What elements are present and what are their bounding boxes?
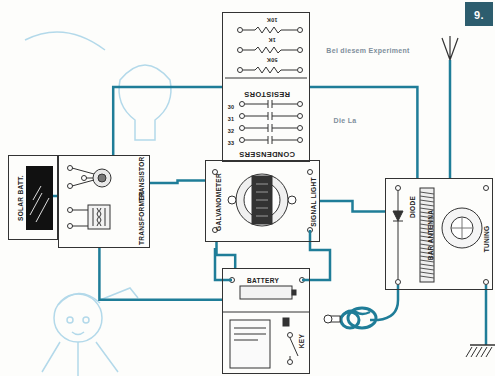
earphone — [324, 285, 398, 328]
background-note-wrap: Die La — [334, 109, 357, 127]
module-label-wrap: TRANSFORMER — [130, 191, 148, 245]
resistor-value-wrap: 50K — [267, 54, 278, 72]
module-label: RESISTORS — [244, 90, 290, 99]
terminal-number: 32 — [228, 128, 235, 134]
terminal-number-wrap: 32 — [228, 119, 235, 137]
page-number: 9. — [474, 9, 484, 21]
module-label-wrap: GALVANOMETER — [207, 173, 225, 231]
transformer-symbol — [68, 205, 111, 229]
module-label-wrap: RESISTORS — [244, 88, 290, 106]
module-panel: GALVANOMETER SIGNAL LIGHT — [205, 160, 320, 242]
terminal-number: 31 — [228, 116, 235, 122]
resistor-value-wrap: 10K — [267, 14, 278, 32]
page-number-wrap: 9. — [474, 5, 484, 23]
module-panel: TRANSISTORTRANSFORMER — [58, 155, 150, 248]
wire-connector — [113, 87, 222, 155]
module-label-wrap: SOLAR BATT. — [9, 175, 27, 221]
wire-connector — [217, 242, 236, 268]
wire-connector — [320, 201, 385, 212]
module-panel: BATTERY KEY — [222, 268, 310, 374]
background-note: Bei diesem Experiment — [326, 47, 409, 54]
wire-connector — [99, 248, 222, 300]
module-label-wrap: BATTERY — [247, 269, 279, 287]
module-panel: DIODE BAR ANTENNA TUNING — [385, 178, 493, 290]
wire-connector — [150, 181, 205, 183]
antenna-symbol — [442, 36, 458, 60]
module-label: SIGNAL LIGHT — [310, 177, 317, 226]
background-note-wrap: Bei diesem Experiment — [326, 39, 409, 57]
page-number-box: 9. — [465, 2, 493, 26]
galvanometer-meter — [213, 170, 313, 233]
terminal-number-wrap: 33 — [228, 131, 235, 149]
antenna — [449, 60, 452, 178]
battery-symbol — [222, 278, 310, 313]
condenser-bank — [240, 100, 303, 144]
module-label: GALVANOMETER — [215, 173, 222, 231]
terminal-number: 30 — [228, 104, 235, 110]
terminal-number: 33 — [228, 140, 235, 146]
resistor-value: 50K — [267, 57, 278, 63]
bar-antenna — [420, 188, 434, 282]
resistor-value-wrap: 1K — [268, 34, 276, 52]
module-label: KEY — [298, 334, 305, 348]
module-panel: RESISTORS CONDENSERS — [222, 12, 310, 162]
module-label-wrap: SIGNAL LIGHT — [302, 177, 320, 226]
module-label: TRANSFORMER — [138, 191, 145, 245]
module-label: SOLAR BATT. — [17, 175, 24, 221]
cartoon-figure — [25, 32, 171, 376]
resistor-value: 1K — [268, 37, 276, 43]
module-label: CONDENSERS — [239, 150, 295, 159]
module-label-wrap: TUNING — [475, 226, 493, 253]
solar-cell — [26, 166, 53, 230]
terminal-number-wrap: 31 — [228, 107, 235, 125]
tuning-capacitor — [442, 186, 489, 285]
module-label: BAR ANTENNA — [427, 210, 434, 261]
diode-symbol — [393, 186, 403, 285]
module-label-wrap: CONDENSERS — [239, 148, 295, 166]
resistor-value: 10K — [267, 17, 278, 23]
module-label-wrap: DIODE — [401, 196, 419, 218]
module-label-wrap: KEY — [290, 334, 308, 348]
terminal-number-wrap: 30 — [228, 95, 235, 113]
key-switch — [230, 318, 298, 368]
wire-connector — [310, 87, 417, 178]
resistor-bank — [225, 27, 307, 78]
ground-symbol — [466, 285, 495, 357]
module-label: DIODE — [409, 196, 416, 218]
module-label-wrap: BAR ANTENNA — [419, 210, 437, 261]
module-label: TUNING — [483, 226, 490, 253]
module-label: BATTERY — [247, 277, 279, 284]
module-panel: SOLAR BATT. — [8, 155, 58, 240]
transistor-symbol — [68, 166, 112, 189]
background-note: Die La — [334, 117, 357, 124]
